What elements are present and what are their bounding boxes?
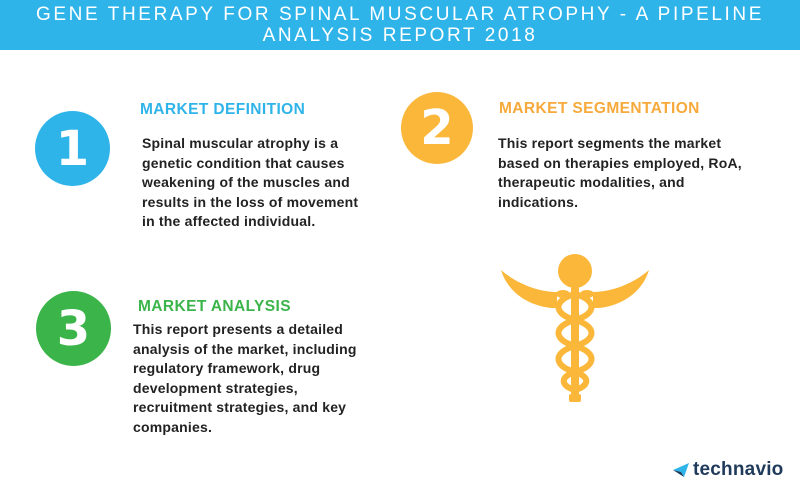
number-circle-2: 2	[401, 92, 473, 164]
text-line: regulatory framework, drug	[133, 360, 321, 376]
caduceus-icon	[501, 254, 649, 402]
text-line: therapeutic modalities, and	[498, 174, 685, 190]
logo-text: technavio	[693, 459, 784, 480]
text-line: This report presents a detailed	[133, 321, 344, 337]
text-line: results in the loss of movement	[142, 193, 359, 210]
section-text-market-definition: Spinal muscular atrophy is a genetic con…	[142, 134, 358, 232]
text-line: recruitment strategies, and key	[133, 399, 347, 415]
section-title-market-analysis: MARKET ANALYSIS	[138, 298, 291, 315]
section-title-market-segmentation: MARKET SEGMENTATION	[499, 100, 700, 117]
text-line: This report segments the market	[498, 135, 722, 151]
header-title-line-1: GENE THERAPY FOR SPINAL MUSCULAR ATROPHY…	[35, 4, 765, 25]
number-1: 1	[55, 120, 90, 177]
text-line: genetic condition that causes	[142, 154, 345, 171]
number-3: 3	[56, 300, 91, 357]
number-circle-3: 3	[36, 291, 111, 366]
text-line: in the affected individual.	[142, 213, 316, 229]
text-line: based on therapies employed, RoA,	[498, 154, 742, 171]
header-banner: GENE THERAPY FOR SPINAL MUSCULAR ATROPHY…	[0, 0, 800, 50]
technavio-logo: technavio	[672, 458, 784, 482]
header-title-line-2: ANALYSIS REPORT 2018	[262, 25, 538, 46]
section-text-market-segmentation: This report segments the market based on…	[498, 134, 742, 212]
text-line: development strategies,	[133, 379, 298, 396]
text-line: indications.	[498, 193, 579, 210]
number-2: 2	[420, 100, 454, 156]
technavio-arrow-icon	[673, 463, 689, 477]
number-circle-1: 1	[35, 111, 110, 186]
section-title-market-definition: MARKET DEFINITION	[140, 101, 306, 118]
text-line: weakening of the muscles and	[142, 174, 350, 190]
text-line: Spinal muscular atrophy is a	[142, 135, 339, 151]
text-line: companies.	[133, 418, 213, 435]
section-text-market-analysis: This report presents a detailed analysis…	[133, 320, 357, 437]
text-line: analysis of the market, including	[133, 340, 357, 357]
